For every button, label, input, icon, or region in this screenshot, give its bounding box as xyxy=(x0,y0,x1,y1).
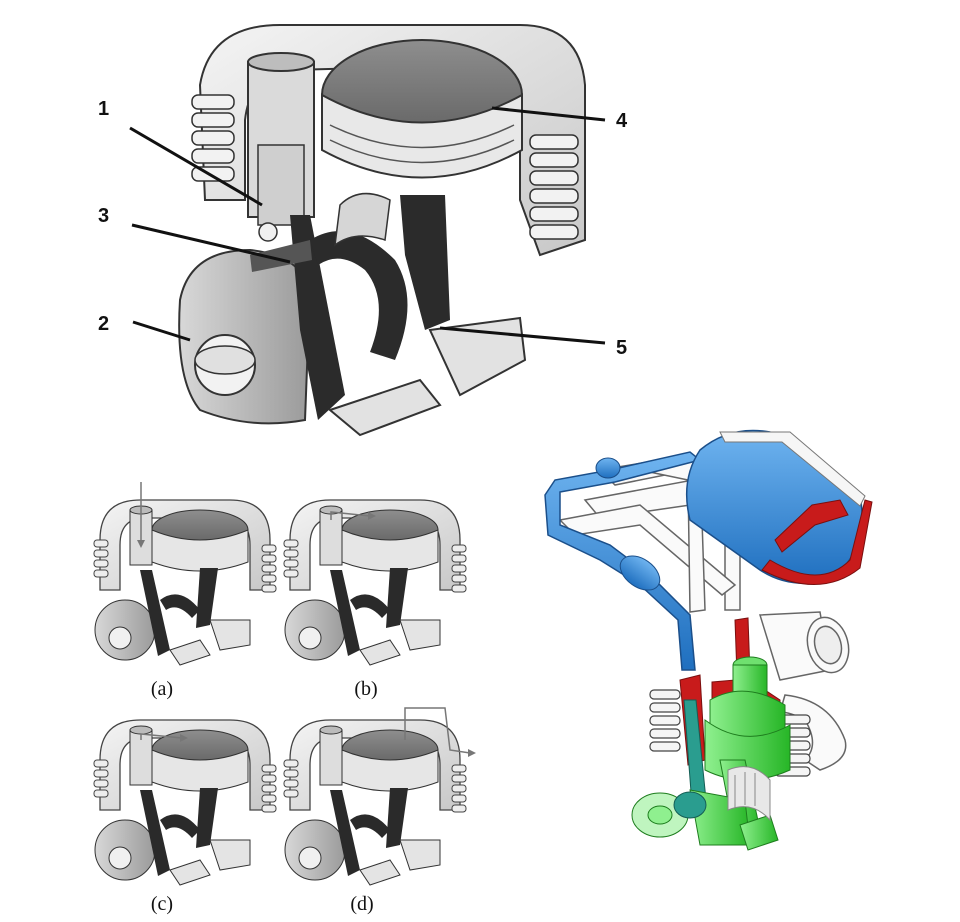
callout-label-4: 4 xyxy=(616,110,628,132)
main-engine-cutaway xyxy=(129,24,606,437)
leader-line-1 xyxy=(129,126,263,207)
leader-line-5 xyxy=(439,326,606,345)
leader-line-4 xyxy=(491,106,606,122)
sub-figure-b xyxy=(283,499,467,666)
callout-label-5: 5 xyxy=(616,337,628,359)
callout-label-2: 2 xyxy=(98,313,110,335)
caption-d: (d) xyxy=(350,893,374,915)
sub-figure-a xyxy=(93,482,277,666)
sub-figure-c xyxy=(93,719,277,886)
caption-c: (c) xyxy=(150,893,174,915)
callout-label-1: 1 xyxy=(98,98,110,120)
callout-label-3: 3 xyxy=(98,205,110,227)
engine-3d-model xyxy=(544,429,873,851)
caption-a: (a) xyxy=(150,678,174,700)
caption-b: (b) xyxy=(354,678,378,700)
leader-line-3 xyxy=(131,223,291,264)
sub-figure-d xyxy=(283,707,476,886)
leader-line-2 xyxy=(132,320,191,342)
